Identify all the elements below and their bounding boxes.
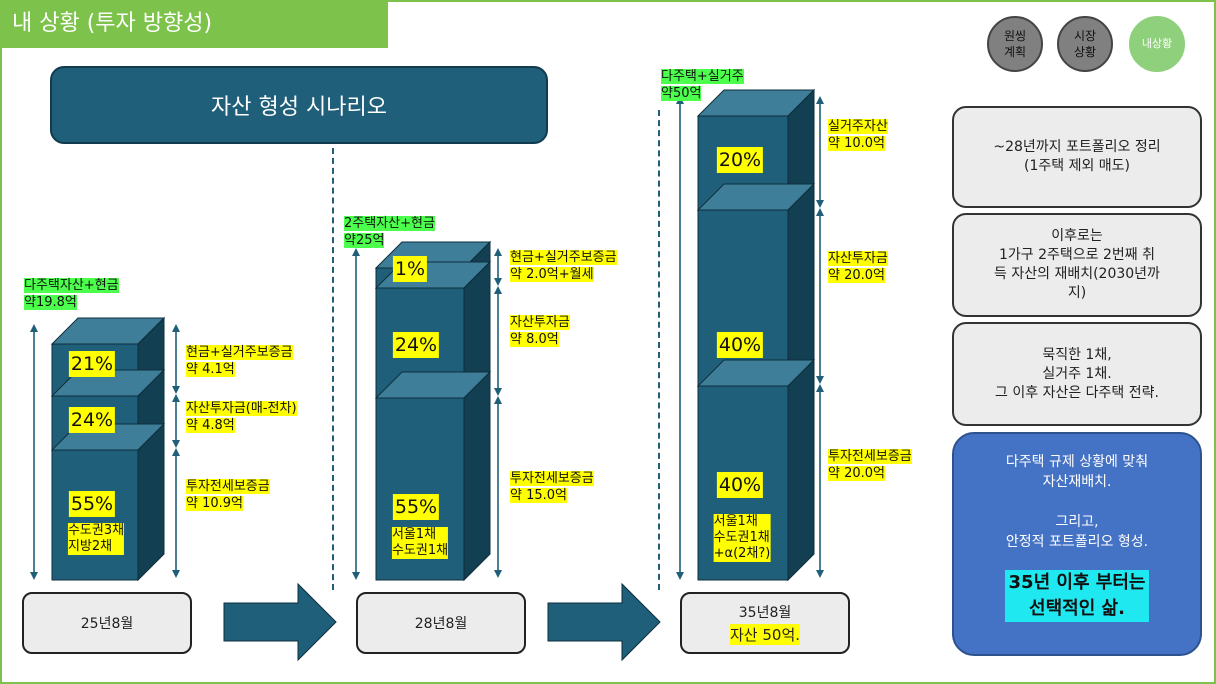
col1-seg2-label: 자산투자금(매-전차) 약 4.8억 — [186, 401, 297, 433]
col3-seg3-note: 서울1채 수도권1채 +α(2채?) — [713, 514, 771, 562]
col1-seg1-label: 현금+실거주보증금 약 4.1억 — [186, 345, 293, 377]
col2-seg3-note: 서울1채 수도권1채 — [391, 527, 449, 559]
col2-seg2-range-arrow — [494, 286, 502, 396]
transition-arrow-1 — [223, 582, 337, 662]
divider-line-2 — [658, 110, 660, 590]
col1-seg3-side-face — [137, 422, 165, 582]
col3-seg1-pct: 20% — [716, 147, 764, 173]
date-box-28: 28년8월 — [356, 592, 526, 654]
col3-seg2-pct: 40% — [716, 332, 764, 358]
col3-seg2-label: 자산투자금 약 20.0억 — [828, 251, 888, 283]
col2-seg3-side-face — [463, 370, 491, 582]
col1-seg1-pct: 21% — [68, 351, 116, 377]
divider-line-1 — [332, 148, 334, 590]
transition-arrow-2 — [547, 582, 661, 662]
summary-text: 다주택 규제 상황에 맞춰 자산재배치. 그리고, 안정적 포트폴리오 형성. — [1005, 454, 1149, 550]
col2-total-arrow — [352, 248, 360, 580]
col3-seg1-label: 실거주자산 약 10.0억 — [828, 119, 888, 151]
scenario-title: 자산 형성 시나리오 — [50, 66, 548, 144]
col2-seg1-label: 현금+실거주보증금 약 2.0억+월세 — [510, 250, 617, 282]
nav-my-situation[interactable]: 내상황 — [1129, 16, 1185, 72]
nav-one-thing-plan[interactable]: 원씽 계획 — [987, 16, 1043, 72]
col2-seg3-pct: 55% — [392, 494, 440, 520]
date-label-35: 35년8월 — [738, 604, 792, 621]
col3-total-label: 다주택+실거주 약50억 — [661, 69, 744, 101]
nav-market-situation[interactable]: 시장 상황 — [1057, 16, 1113, 72]
col1-seg3-pct: 55% — [68, 491, 116, 517]
col2-seg2-label: 자산투자금 약 8.0억 — [510, 315, 570, 347]
info-box-2: 이후로는 1가구 2주택으로 2번째 취 득 자산의 재배치(2030년까 지) — [952, 213, 1202, 317]
col1-seg2-pct: 24% — [68, 407, 116, 433]
col3-seg3-label: 투자전세보증금 약 20.0억 — [828, 449, 912, 481]
col2-seg1-range-arrow — [494, 248, 502, 286]
page-title: 내 상황 (투자 방향성) — [0, 0, 388, 48]
date-box-25: 25년8월 — [22, 592, 192, 654]
col3-seg2-range-arrow — [816, 208, 824, 384]
summary-box: 다주택 규제 상황에 맞춰 자산재배치. 그리고, 안정적 포트폴리오 형성. … — [952, 432, 1202, 656]
col3-seg3-range-arrow — [816, 384, 824, 578]
date-sub-35: 자산 50억. — [729, 623, 801, 645]
col1-seg2-range-arrow — [172, 394, 180, 448]
col2-seg3-label: 투자전세보증금 약 15.0억 — [510, 471, 594, 503]
date-label-28: 28년8월 — [414, 616, 468, 632]
col3-seg3-pct: 40% — [716, 472, 764, 498]
info-box-1: ~28년까지 포트폴리오 정리 (1주택 제외 매도) — [952, 106, 1202, 208]
col2-total-label: 2주택자산+현금 약25억 — [344, 216, 435, 248]
col3-seg2-side-face — [787, 182, 815, 388]
col1-seg3-label: 투자전세보증금 약 10.9억 — [186, 479, 270, 511]
col3-total-arrow — [676, 96, 684, 580]
col1-total-label: 다주택자산+현금 약19.8억 — [24, 278, 119, 310]
col3-seg1-range-arrow — [816, 96, 824, 208]
col1-seg3-range-arrow — [172, 448, 180, 578]
summary-emphasis: 35년 이후 부터는 선택적인 삶. — [1004, 570, 1150, 622]
col2-seg3-range-arrow — [494, 396, 502, 578]
date-label-25: 25년8월 — [80, 616, 134, 632]
col2-seg1-pct: 1% — [392, 256, 428, 282]
col1-total-arrow — [30, 324, 38, 580]
info-box-3: 묵직한 1채, 실거주 1채. 그 이후 자산은 다주택 전략. — [952, 322, 1202, 426]
col1-seg1-range-arrow — [172, 324, 180, 394]
col3-seg3-side-face — [787, 358, 815, 582]
date-box-35: 35년8월 자산 50억. — [680, 592, 850, 654]
col2-seg2-pct: 24% — [392, 332, 440, 358]
col1-seg3-note: 수도권3채 지방2채 — [67, 523, 125, 555]
